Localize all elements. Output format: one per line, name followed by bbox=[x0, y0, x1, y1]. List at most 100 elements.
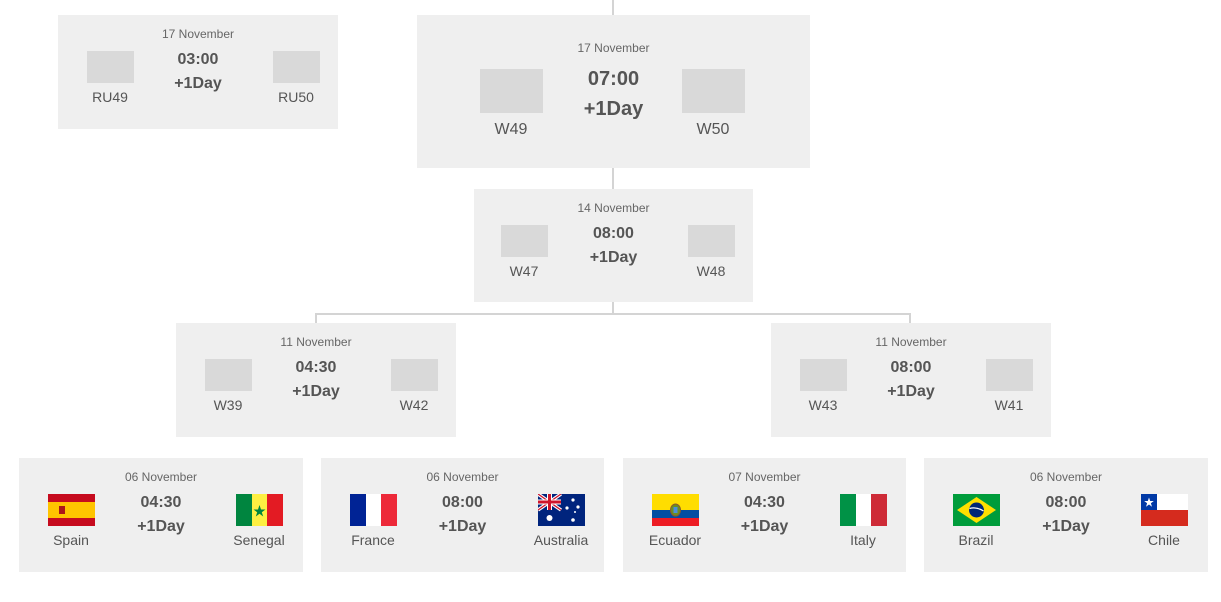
team-name: Brazil bbox=[958, 532, 994, 548]
connector-line bbox=[612, 0, 614, 15]
team-name: RU50 bbox=[278, 89, 314, 105]
team-home[interactable]: W39 bbox=[183, 359, 273, 413]
team-away[interactable]: Senegal bbox=[214, 494, 304, 548]
team-home[interactable]: Brazil bbox=[931, 494, 1021, 548]
match-time-value: 03:00 bbox=[177, 51, 219, 68]
team-away[interactable]: RU50 bbox=[251, 51, 341, 105]
team-away[interactable]: Australia bbox=[516, 494, 606, 548]
team-home[interactable]: RU49 bbox=[65, 51, 155, 105]
team-name: Spain bbox=[53, 532, 89, 548]
team-name: Australia bbox=[533, 532, 589, 548]
team-name: W43 bbox=[808, 397, 838, 413]
team-home[interactable]: Ecuador bbox=[630, 494, 720, 548]
team-name: W50 bbox=[696, 121, 730, 138]
match-day-offset: +1Day bbox=[137, 518, 185, 535]
team-home[interactable]: W43 bbox=[778, 359, 868, 413]
team-home[interactable]: W49 bbox=[456, 69, 566, 139]
spain-flag-icon bbox=[47, 494, 95, 526]
connector-line bbox=[909, 313, 911, 323]
match-time-value: 08:00 bbox=[593, 225, 634, 242]
team-placeholder-icon bbox=[500, 225, 548, 257]
match-day-offset: +1Day bbox=[174, 75, 222, 92]
team-placeholder-icon bbox=[479, 69, 543, 113]
match-day-offset: +1Day bbox=[1042, 518, 1090, 535]
team-home[interactable]: W47 bbox=[479, 225, 569, 279]
match-date: 17 November bbox=[577, 41, 650, 55]
match-day-offset: +1Day bbox=[740, 518, 789, 535]
team-placeholder-icon bbox=[681, 69, 745, 113]
connector-line bbox=[315, 313, 317, 323]
team-away[interactable]: W48 bbox=[666, 225, 756, 279]
team-away[interactable]: W50 bbox=[658, 69, 768, 139]
match-card-semi-final[interactable]: 14 November 08:00 +1Day W47 W48 bbox=[474, 189, 753, 302]
match-time-value: 07:00 bbox=[587, 68, 640, 90]
match-day-offset: +1Day bbox=[583, 98, 644, 120]
team-placeholder-icon bbox=[204, 359, 252, 391]
team-name: RU49 bbox=[92, 89, 128, 105]
match-card-quarter-final-left[interactable]: 11 November 04:30 +1Day W39 W42 bbox=[176, 323, 456, 437]
team-name: France bbox=[351, 532, 395, 548]
team-name: Senegal bbox=[233, 532, 285, 548]
team-placeholder-icon bbox=[272, 51, 320, 83]
match-date: 07 November bbox=[728, 470, 801, 484]
match-time: 08:00 +1Day bbox=[474, 222, 753, 270]
team-home[interactable]: Spain bbox=[26, 494, 116, 548]
france-flag-icon bbox=[349, 494, 397, 526]
brazil-flag-icon bbox=[952, 494, 1000, 526]
match-card-round-2[interactable]: 06 November 08:00 +1Day France bbox=[321, 458, 604, 572]
team-name: W47 bbox=[509, 263, 539, 279]
team-name: W42 bbox=[399, 397, 429, 413]
team-away[interactable]: Italy bbox=[818, 494, 908, 548]
match-card-quarter-final-right[interactable]: 11 November 08:00 +1Day W43 W41 bbox=[771, 323, 1051, 437]
team-placeholder-icon bbox=[799, 359, 847, 391]
match-date: 06 November bbox=[1029, 470, 1103, 484]
match-card-final[interactable]: 17 November 07:00 +1Day W49 W50 bbox=[417, 15, 810, 168]
team-name: Ecuador bbox=[648, 532, 702, 548]
match-time-value: 08:00 bbox=[890, 359, 932, 376]
team-placeholder-icon bbox=[390, 359, 438, 391]
match-time-value: 08:00 bbox=[442, 494, 483, 511]
team-home[interactable]: France bbox=[328, 494, 418, 548]
match-time-value: 04:30 bbox=[140, 494, 182, 511]
team-away[interactable]: W41 bbox=[964, 359, 1054, 413]
match-time: 07:00 +1Day bbox=[417, 64, 810, 124]
match-time: 04:30 +1Day bbox=[623, 491, 906, 539]
match-date: 11 November bbox=[875, 335, 947, 349]
team-name: Chile bbox=[1148, 532, 1180, 548]
senegal-flag-icon bbox=[235, 494, 283, 526]
match-time-value: 04:30 bbox=[744, 494, 785, 511]
team-away[interactable]: W42 bbox=[369, 359, 459, 413]
team-away[interactable]: Chile bbox=[1119, 494, 1209, 548]
match-card-third-place[interactable]: 17 November 03:00 +1Day RU49 RU50 bbox=[58, 15, 338, 129]
match-card-round-4[interactable]: 06 November 08:00 +1Day Brazil Chile bbox=[924, 458, 1208, 572]
match-time: 08:00 +1Day bbox=[321, 491, 604, 539]
team-placeholder-icon bbox=[985, 359, 1033, 391]
team-name: W49 bbox=[494, 121, 528, 138]
connector-line bbox=[612, 168, 614, 189]
match-card-round-3[interactable]: 07 November 04:30 +1Day Ecuador Italy bbox=[623, 458, 906, 572]
chile-flag-icon bbox=[1140, 494, 1188, 526]
match-date: 17 November bbox=[161, 27, 235, 41]
connector-line bbox=[315, 313, 911, 315]
match-date: 06 November bbox=[124, 470, 198, 484]
match-date: 06 November bbox=[426, 470, 499, 484]
match-card-round-1[interactable]: 06 November 04:30 +1Day Spain Senegal bbox=[19, 458, 303, 572]
team-name: Italy bbox=[850, 532, 876, 548]
ecuador-flag-icon bbox=[651, 494, 699, 526]
match-time-value: 08:00 bbox=[1045, 494, 1087, 511]
match-time: 03:00 +1Day bbox=[58, 48, 338, 96]
australia-flag-icon bbox=[537, 494, 585, 526]
team-name: W48 bbox=[696, 263, 726, 279]
match-day-offset: +1Day bbox=[887, 383, 935, 400]
match-date: 14 November bbox=[577, 201, 650, 215]
team-placeholder-icon bbox=[86, 51, 134, 83]
match-time: 08:00 +1Day bbox=[771, 356, 1051, 404]
match-date: 11 November bbox=[280, 335, 352, 349]
team-placeholder-icon bbox=[687, 225, 735, 257]
match-day-offset: +1Day bbox=[438, 518, 487, 535]
italy-flag-icon bbox=[839, 494, 887, 526]
team-name: W39 bbox=[213, 397, 243, 413]
match-day-offset: +1Day bbox=[589, 249, 638, 266]
match-time: 08:00 +1Day bbox=[924, 491, 1208, 539]
team-name: W41 bbox=[994, 397, 1024, 413]
